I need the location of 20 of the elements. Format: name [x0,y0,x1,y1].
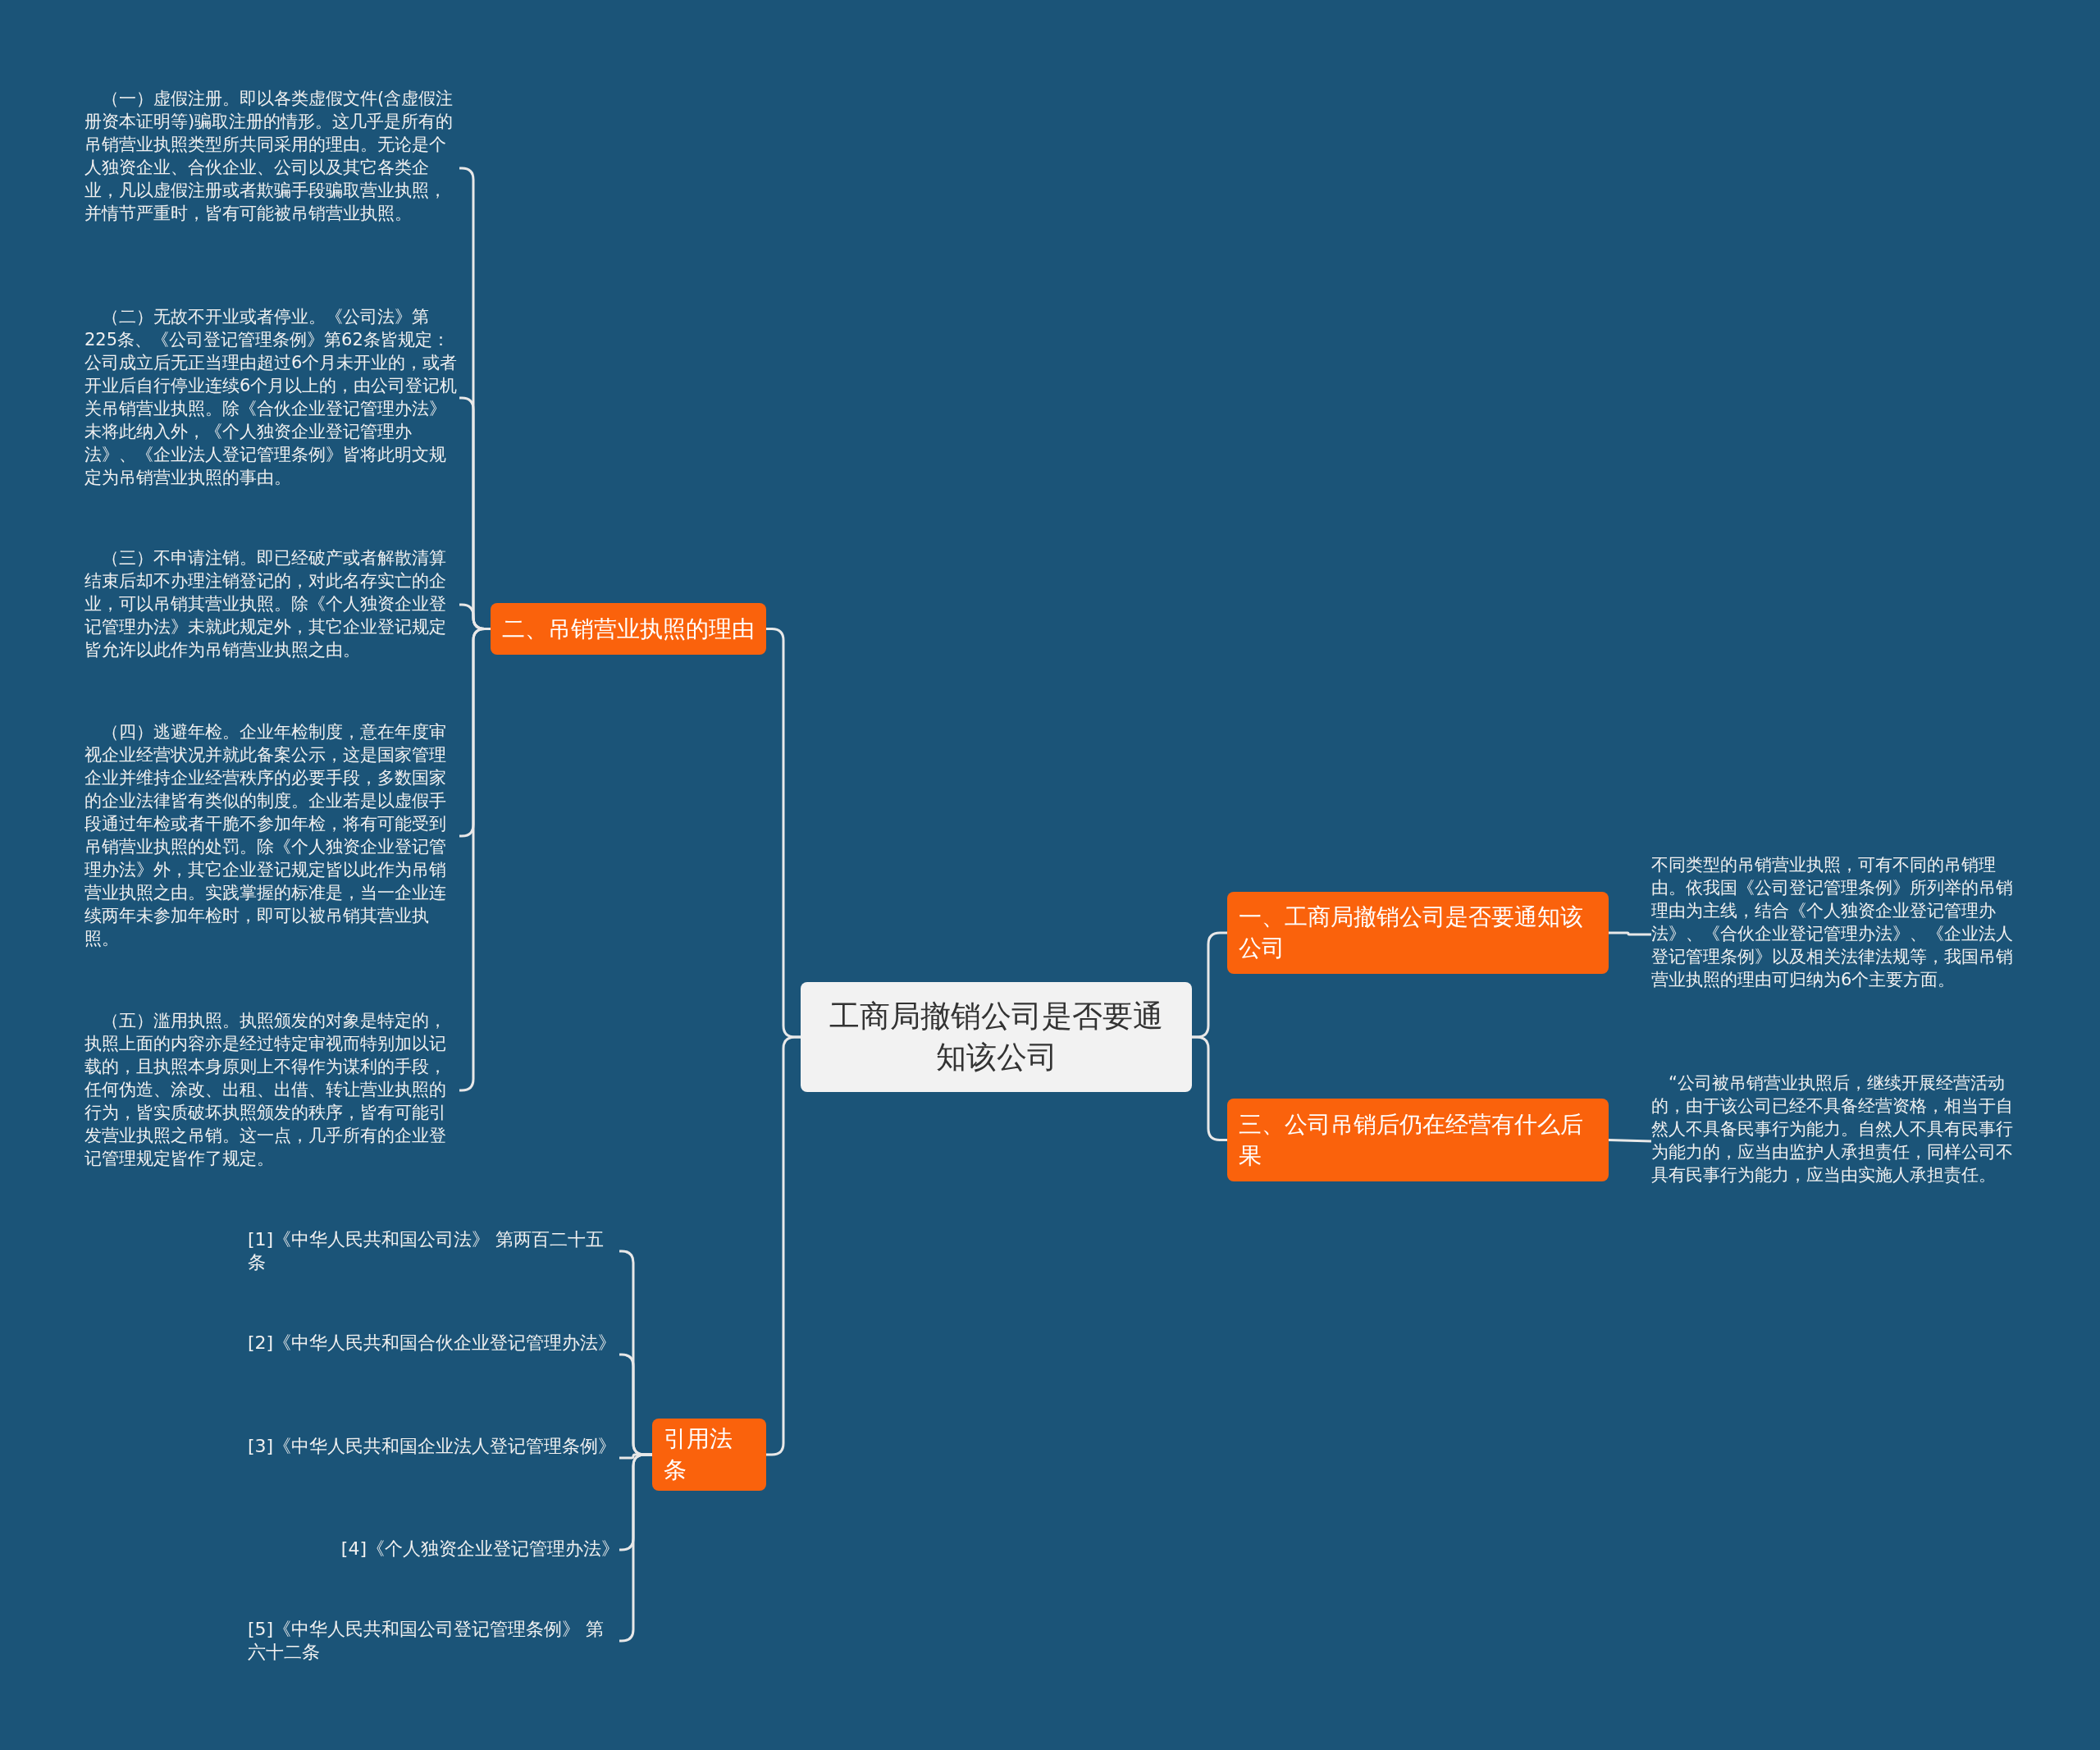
reference-text: [2]《中华人民共和国合伙企业登记管理办法》 [248,1332,619,1378]
branch-topic-box: 二、吊销营业执照的理由 [491,603,766,655]
reference-text: [3]《中华人民共和国企业法人登记管理条例》 [248,1435,619,1481]
central-topic-box: 工商局撤销公司是否要通知该公司 [801,982,1192,1092]
reference-text: [1]《中华人民共和国公司法》 第两百二十五条 [248,1228,619,1274]
connector-line [1608,1139,1652,1143]
branch-topic-box: 一、工商局撤销公司是否要通知该公司 [1227,892,1609,974]
note-text: 不同类型的吊销营业执照，可有不同的吊销理由。依我国《公司登记管理条例》所列举的吊销理由为主线，结合《个人独资企业登记管理办法》、《合伙企业登记管理办法》、《企业法人登记管理条例》以及相关法律法规等，我国吊销营业执照的理由可归纳为6个主要方面。 [1651,853,2017,1016]
note-text: （三）不申请注销。即已经破产或者解散清算结束后却不办理注销登记的，对此名存实亡的企业，可以吊销其营业执照。除《个人独资企业登记管理办法》未就此规定外，其它企业登记规定皆允许以此作为吊销营业执照之由。 [84,546,459,663]
note-text: （五）滥用执照。执照颁发的对象是特定的，执照上面的内容亦是经过特定审视而特别加以记载的，且执照本身原则上不得作为谋利的手段，任何伪造、涂改、出租、出借、转让营业执照的行为，皆实质破坏执照颁发的秩序，皆有可能引发营业执照之吊销。这一点，几乎所有的企业登记管理规定皆作了规定。 [84,1009,459,1172]
branch-topic-box: 引用法条 [652,1419,766,1491]
note-text: （二）无故不开业或者停业。《公司法》第225条、《公司登记管理条例》第62条皆规定：公司成立后无正当理由超过6个月未开业的，或者开业后自行停业连续6个月以上的，由公司登记机关吊销营业执照。除《合伙企业登记管理办法》未将此纳入外，《个人独资企业登记管理办法》、《企业法人登记管理条例》皆将此明文规定为吊销营业执照的事由。 [84,305,459,491]
note-text: “公司被吊销营业执照后，继续开展经营活动的，由于该公司已经不具备经营资格，相当于自然人不具备民事行为能力。自然人不具有民事行为能力的，应当由监护人承担责任，同样公司不具有民事行为能力，应当由实施人承担责任。 [1651,1071,2017,1211]
connector-line [1609,931,1651,936]
note-text: （四）逃避年检。企业年检制度，意在年度审视企业经营状况并就此备案公示，这是国家管理企业并维持企业经营秩序的必要手段，多数国家的企业法律皆有类似的制度。企业若是以虚假手段通过年检或者干脆不参加年检，将有可能受到吊销营业执照的处罚。除《个人独资企业登记管理办法》外，其它企业登记规定皆以此作为吊销营业执照之由。实践掌握的标准是，当一企业连续两年未参加年检时，即可以被吊销其营业执照。 [84,720,459,952]
note-text: （一）虚假注册。即以各类虚假文件(含虚假注册资本证明等)骗取注册的情形。这几乎是所有的吊销营业执照类型所共同采用的理由。无论是个人独资企业、合伙企业、公司以及其它各类企业，凡以虚假注册或者欺骗手段骗取营业执照，并情节严重时，皆有可能被吊销营业执照。 [84,87,459,249]
reference-text: [5]《中华人民共和国公司登记管理条例》 第六十二条 [248,1618,619,1664]
reference-text: [4]《个人独资企业登记管理办法》 [248,1538,619,1562]
connector-line [1192,1035,1227,1141]
branch-topic-box: 三、公司吊销后仍在经营有什么后果 [1227,1099,1609,1181]
